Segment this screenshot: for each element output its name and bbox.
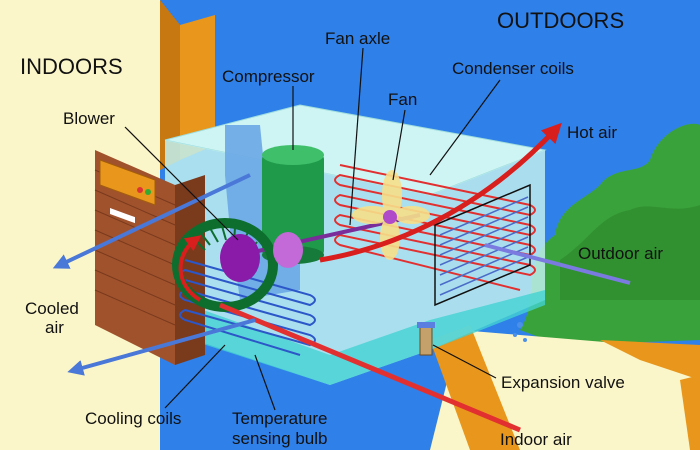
temp-bulb-label-1: Temperature [232, 409, 327, 428]
expansion-valve [419, 324, 433, 356]
blower-hub [220, 234, 260, 282]
water-drips [513, 322, 527, 342]
indoor-air-label: Indoor air [500, 430, 572, 449]
fan-hub [383, 210, 397, 224]
unit-base [175, 290, 545, 385]
wall-top [180, 15, 215, 160]
compressor-label: Compressor [222, 67, 315, 86]
wall-bottom-tip [680, 375, 700, 450]
trees-dark [560, 205, 700, 300]
hot-air-arrow [319, 122, 562, 263]
expansion-valve-top [417, 322, 435, 328]
grille-lines [94, 169, 176, 326]
fan [352, 170, 430, 260]
leader-lines [124, 47, 501, 411]
control-panel [99, 159, 156, 206]
fan-axle-label: Fan axle [325, 29, 390, 48]
outdoors-label: OUTDOORS [497, 8, 624, 33]
cooled-air-arrow-bottom [67, 318, 256, 376]
indoor-air-line [219, 302, 521, 433]
wall-bottom-right [600, 340, 700, 380]
cooling-coils-label: Cooling coils [85, 409, 181, 428]
cooled-air-label-1: Cooled [25, 299, 79, 318]
fan-label: Fan [388, 90, 417, 109]
condenser-coils-label: Condenser coils [452, 59, 574, 78]
expansion-valve-label: Expansion valve [501, 373, 625, 392]
cooled-air-label-2: air [45, 318, 64, 337]
blower-hub-cap [273, 232, 303, 268]
control-knob-2 [145, 189, 151, 195]
compressor [262, 155, 324, 255]
temp-bulb-label-2: sensing bulb [232, 429, 327, 448]
blower-label: Blower [63, 109, 115, 128]
control-knob-1 [137, 187, 143, 193]
indoors-label: INDOORS [20, 54, 123, 79]
wall-top-side [160, 0, 180, 170]
outdoor-air-label: Outdoor air [578, 244, 663, 263]
control-display [110, 208, 135, 224]
hot-air-label: Hot air [567, 123, 617, 142]
compressor-top [262, 145, 324, 165]
condenser-grille [434, 183, 531, 307]
condenser-grille-lines [439, 196, 529, 296]
cooled-air-arrow-top [52, 173, 251, 269]
outdoor-air-arrow [484, 243, 631, 285]
blower-red-arrow [178, 235, 202, 302]
